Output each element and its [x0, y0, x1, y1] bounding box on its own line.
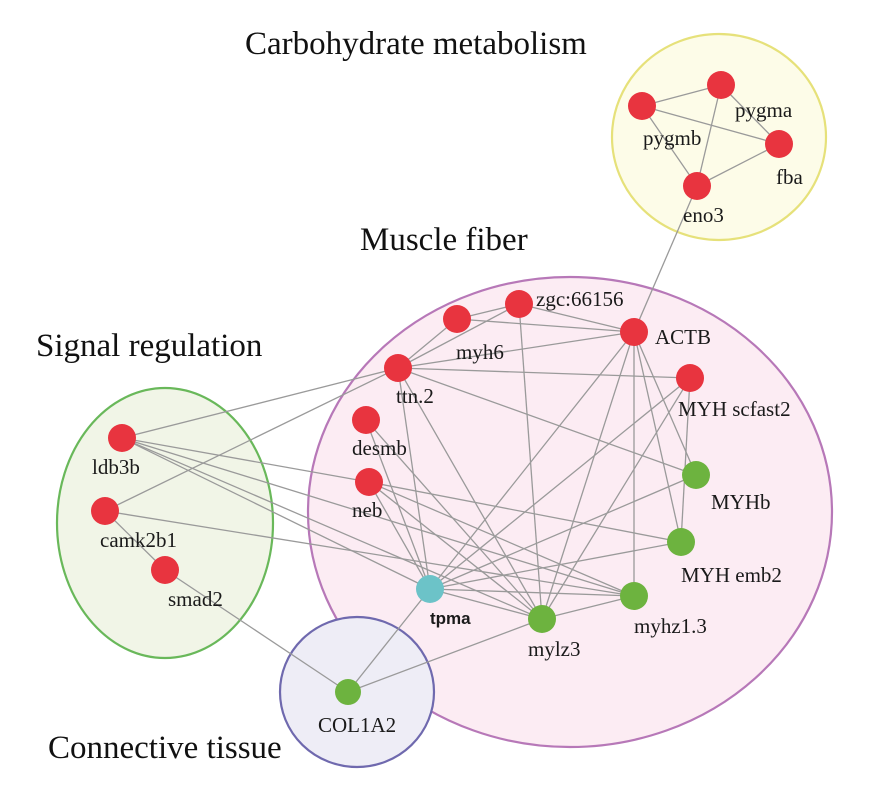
cluster-carbohydrate-metabolism [610, 32, 828, 242]
title-carbohydrate-metabolism: Carbohydrate metabolism [245, 26, 587, 62]
edge-n17-n21 [347, 588, 431, 693]
title-connective-tissue: Connective tissue [48, 730, 282, 766]
edge-n19-n20 [104, 510, 166, 571]
node-label-ldb3b: ldb3b [92, 455, 140, 479]
edge-n10-n16 [541, 377, 691, 620]
edge-n17-n16 [429, 588, 543, 620]
edge-n1-n4 [641, 105, 780, 145]
node-myhz1-3 [620, 582, 648, 610]
edge-n10-n14 [680, 377, 691, 543]
node-myh6 [443, 305, 471, 333]
edge-n18-n17 [121, 437, 431, 590]
edge-n12-n17 [368, 481, 431, 590]
title-signal-regulation: Signal regulation [36, 328, 262, 364]
edge-n6-n9 [397, 303, 520, 369]
node-label-pygma: pygma [735, 98, 793, 122]
edge-n17-n13 [429, 474, 697, 590]
node-myhb [682, 461, 710, 489]
title-muscle-fiber: Muscle fiber [360, 222, 528, 258]
edge-n8-n16 [541, 331, 635, 620]
node-mylz3 [528, 605, 556, 633]
group-titles: Carbohydrate metabolism Muscle fiber Sig… [36, 26, 587, 766]
cluster-signal-regulation [55, 386, 275, 660]
node-label-smad2: smad2 [168, 587, 223, 611]
edge-n12-n16 [368, 481, 543, 620]
node-myh-emb2 [667, 528, 695, 556]
node-ttn-2 [384, 354, 412, 382]
edge-n8-n17 [429, 331, 635, 590]
cluster-muscle-fiber [306, 275, 834, 749]
edge-n5-n8 [633, 185, 698, 333]
edge-n9-n10 [397, 367, 691, 379]
edge-n9-n8 [397, 331, 635, 369]
edge-n19-n15 [104, 510, 635, 597]
node-fba [765, 130, 793, 158]
node-label-fba: fba [776, 165, 803, 189]
node-label-eno3: eno3 [683, 203, 724, 227]
node-label-myh-scfast2: MYH scfast2 [678, 397, 791, 421]
node-label-myhz1-3: myhz1.3 [634, 614, 707, 638]
edge-n16-n15 [541, 595, 635, 620]
edge-n9-n13 [397, 367, 697, 476]
node-col1a2 [335, 679, 361, 705]
edge-n17-n15 [429, 588, 635, 597]
edge-n9-n17 [397, 367, 431, 590]
edge-n12-n15 [368, 481, 635, 597]
edge-n8-n14 [633, 331, 682, 543]
node-neb [355, 468, 383, 496]
node-label-tpma: tpma [430, 609, 471, 628]
node-camk2b1 [91, 497, 119, 525]
node-actb [620, 318, 648, 346]
node-zgc-66156 [505, 290, 533, 318]
edge-n11-n16 [365, 419, 543, 620]
node-desmb [352, 406, 380, 434]
node-label-col1a2: COL1A2 [318, 713, 396, 737]
node-label-actb: ACTB [655, 325, 711, 349]
edge-n18-n12 [121, 437, 370, 483]
node-label-ttn-2: ttn.2 [396, 384, 434, 408]
node-label-myh6: myh6 [456, 340, 504, 364]
edge-n9-n18 [121, 367, 399, 439]
edge-n10-n17 [429, 377, 691, 590]
clusters [55, 32, 834, 769]
edge-n12-n14 [368, 481, 682, 543]
node-label-pygmb: pygmb [643, 126, 701, 150]
edge-n16-n21 [347, 618, 543, 693]
edge-n1-n5 [641, 105, 698, 187]
node-label-zgc-66156: zgc:66156 [536, 287, 623, 311]
edge-n4-n5 [696, 143, 780, 187]
node-label-myh-emb2: MYH emb2 [681, 563, 782, 587]
node-label-neb: neb [352, 498, 382, 522]
nodes: pygmbpygmafbaeno3zgc:66156myh6ACTBttn.2M… [91, 71, 803, 737]
node-eno3 [683, 172, 711, 200]
edge-n6-n8 [518, 303, 635, 333]
node-tpma [416, 575, 444, 603]
node-ldb3b [108, 424, 136, 452]
edge-n17-n14 [429, 541, 682, 590]
node-label-desmb: desmb [352, 436, 407, 460]
edge-n18-n15 [121, 437, 635, 597]
edge-n18-n16 [121, 437, 543, 620]
edge-n9-n19 [104, 367, 399, 512]
node-smad2 [151, 556, 179, 584]
node-unlabeled [707, 71, 735, 99]
edge-n20-n21 [164, 569, 349, 693]
edge-n2-n5 [696, 84, 722, 187]
node-label-mylz3: mylz3 [528, 637, 581, 661]
node-label-myhb: MYHb [711, 490, 771, 514]
node-myh-scfast2 [676, 364, 704, 392]
node-label-camk2b1: camk2b1 [100, 528, 177, 552]
node-pygmb [628, 92, 656, 120]
edges [104, 84, 780, 693]
